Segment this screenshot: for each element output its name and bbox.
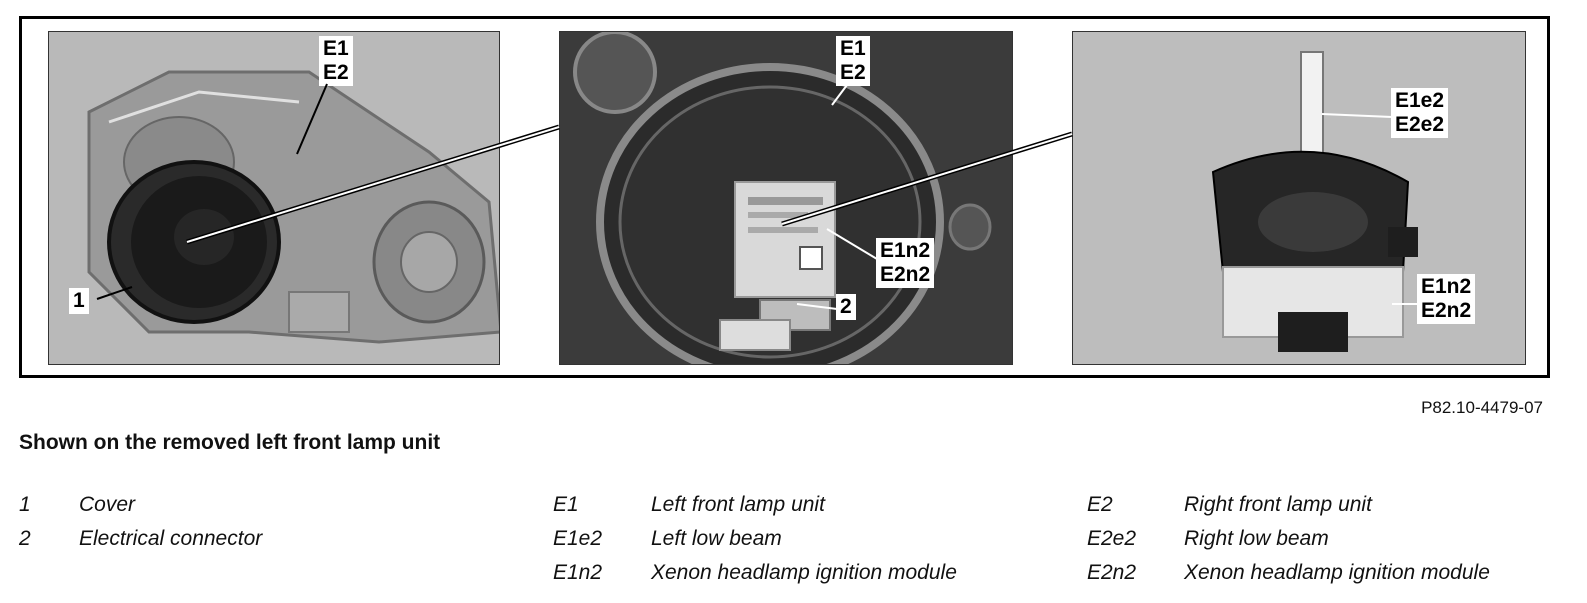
callout-e2-label: E2 xyxy=(323,61,349,84)
callout-e2-label: E2 xyxy=(840,61,866,84)
callout-1-label: 1 xyxy=(73,289,85,312)
callout-2: 2 xyxy=(836,294,856,320)
callout-e1e2-e2e2: E1e2 E2e2 xyxy=(1391,88,1449,138)
legend-description: Xenon headlamp ignition module xyxy=(1184,561,1490,584)
callout-e1-e2-panel2: E1 E2 xyxy=(836,36,870,86)
legend-description: Electrical connector xyxy=(79,527,263,550)
figure-frame: E1 E2 1 E1 E2 E1n2 E2n2 xyxy=(19,16,1550,378)
callout-e1-label: E1 xyxy=(840,37,866,60)
legend-code: E1n2 xyxy=(553,561,603,584)
legend-code: 1 xyxy=(19,493,31,516)
callout-e2e2-label: E2e2 xyxy=(1395,113,1445,136)
legend-code: E2 xyxy=(1087,493,1113,516)
figure-code: P82.10-4479-07 xyxy=(1421,398,1543,417)
callout-e1n2-e2n2-panel3: E1n2 E2n2 xyxy=(1417,274,1476,324)
legend-description: Left low beam xyxy=(651,527,782,550)
legend-code: E1 xyxy=(553,493,579,516)
callout-e2n2-label: E2n2 xyxy=(1421,299,1472,322)
legend-description: Right front lamp unit xyxy=(1184,493,1372,516)
legend-description: Xenon headlamp ignition module xyxy=(651,561,957,584)
legend-description: Right low beam xyxy=(1184,527,1329,550)
legend-code: E2n2 xyxy=(1087,561,1137,584)
legend-code: 2 xyxy=(19,527,31,550)
lamp-housing-illustration xyxy=(560,32,1012,364)
callout-1: 1 xyxy=(69,288,89,314)
callout-e1n2-e2n2-panel2: E1n2 E2n2 xyxy=(876,238,935,288)
callout-e1-e2-panel1: E1 E2 xyxy=(319,36,353,86)
callout-e1n2-label: E1n2 xyxy=(1421,275,1472,298)
legend-description: Left front lamp unit xyxy=(651,493,825,516)
callout-2-label: 2 xyxy=(840,295,852,318)
lamp-unit-illustration xyxy=(87,70,499,344)
bulb-module-illustration xyxy=(1211,51,1418,352)
callout-e1n2-label: E1n2 xyxy=(880,239,931,262)
lamp-unit-photo: E1 E2 1 xyxy=(48,31,500,365)
legend-code: E1e2 xyxy=(553,527,603,550)
lamp-housing-photo: E1 E2 E1n2 E2n2 2 xyxy=(559,31,1013,365)
callout-e2n2-label: E2n2 xyxy=(880,263,931,286)
bulb-module-photo: E1e2 E2e2 E1n2 E2n2 xyxy=(1072,31,1526,365)
callout-e1e2-label: E1e2 xyxy=(1395,89,1445,112)
legend-description: Cover xyxy=(79,493,136,516)
legend-code: E2e2 xyxy=(1087,527,1137,550)
callout-e1-label: E1 xyxy=(323,37,349,60)
figure-caption: Shown on the removed left front lamp uni… xyxy=(19,431,441,454)
